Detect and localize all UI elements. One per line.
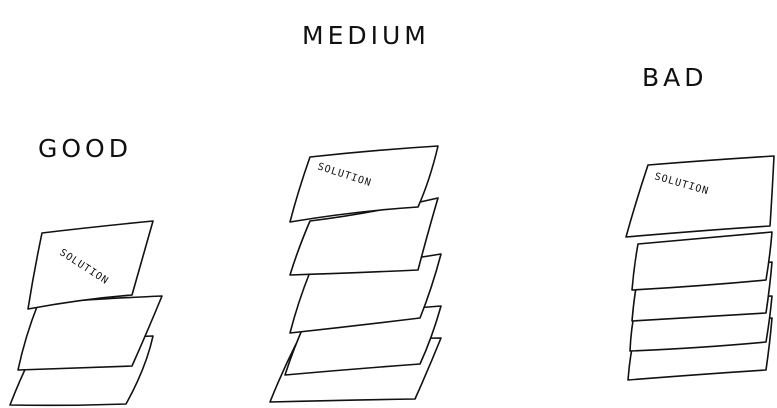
good-stack: GOOD SOLUTION bbox=[10, 134, 162, 405]
bad-stack: BAD SOLUTION bbox=[626, 63, 774, 380]
medium-label: MEDIUM bbox=[302, 21, 430, 50]
bad-sheet-2 bbox=[632, 232, 772, 290]
bad-sheet-1 bbox=[626, 156, 774, 237]
bad-label: BAD bbox=[642, 63, 708, 92]
medium-stack: MEDIUM SOLUTION bbox=[270, 21, 441, 402]
good-label: GOOD bbox=[38, 134, 132, 163]
